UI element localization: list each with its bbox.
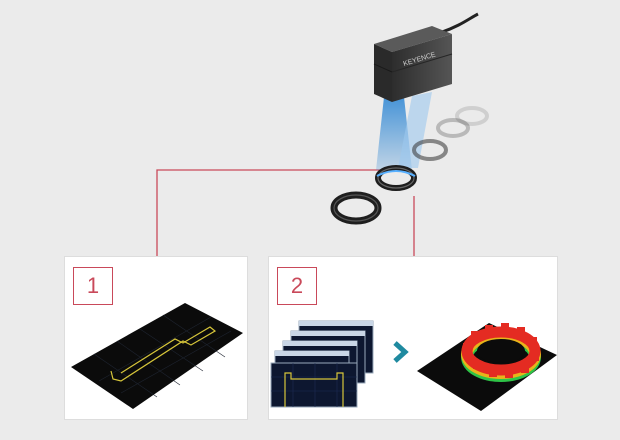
step-2-panel: 2: [268, 256, 558, 420]
ring-fading-4: [455, 106, 489, 126]
profile-stack: [270, 320, 374, 408]
laser-profile-sensor-icon: KEYENCE: [373, 12, 479, 102]
connector-line-step-1: [156, 169, 388, 257]
step-1-badge: 1: [73, 267, 113, 305]
profile-outline: [110, 326, 217, 382]
connector-lines: [156, 169, 415, 257]
profile-stack-to-3d-map-icon: [270, 320, 557, 411]
chevron-right-icon: [393, 341, 409, 363]
3d-height-map: [417, 323, 557, 411]
ring-under-laser: [375, 165, 417, 191]
ring-fading-3: [436, 118, 470, 138]
ring-fading-2: [412, 139, 448, 161]
ring-scanned: [330, 191, 382, 225]
rings-on-conveyor: [330, 106, 489, 225]
step-1-panel: 1: [64, 256, 248, 420]
2d-profile-outline-icon: [71, 303, 243, 409]
laser-beam: [376, 92, 432, 170]
step-2-badge: 2: [277, 267, 317, 305]
